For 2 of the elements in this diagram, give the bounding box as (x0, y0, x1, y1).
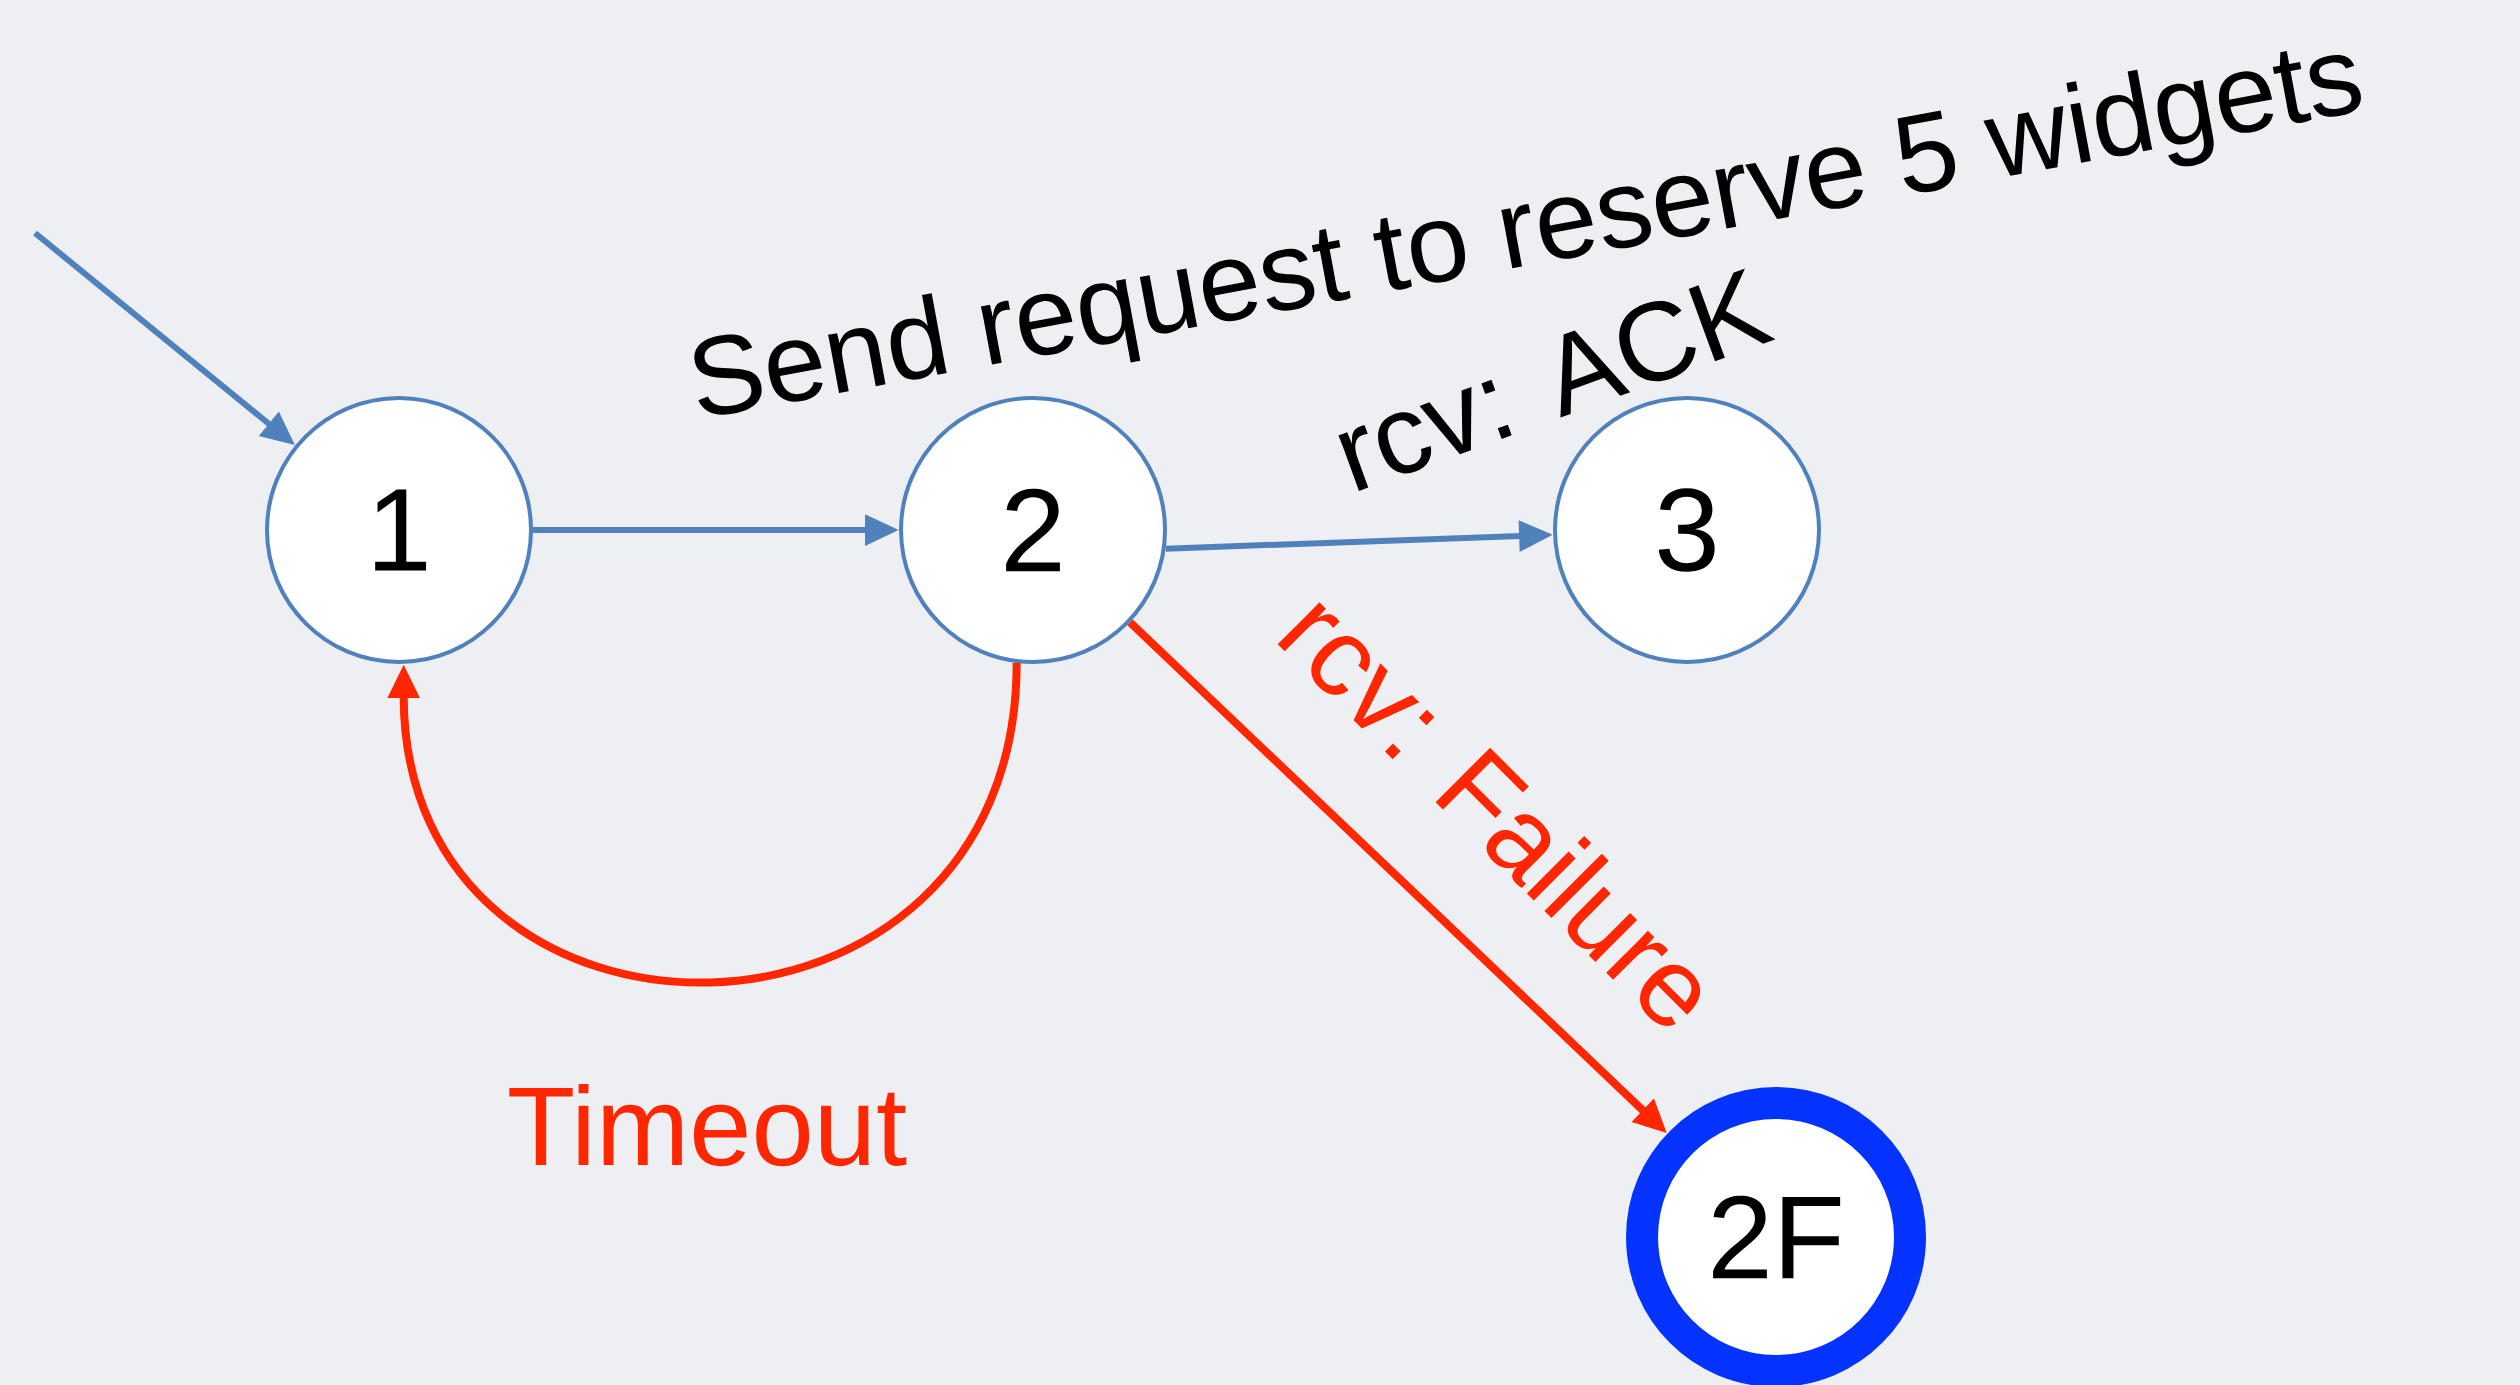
arrow (387, 662, 1021, 987)
edge-label: Timeout (509, 1083, 907, 1167)
